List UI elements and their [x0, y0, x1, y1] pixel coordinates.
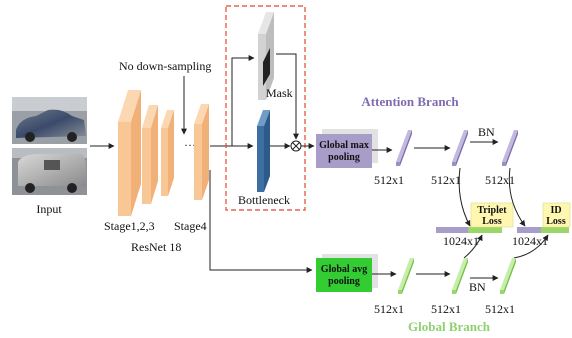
triplet-loss-line1: Triplet [477, 205, 507, 216]
triplet-loss-box: Triplet Loss [470, 202, 514, 228]
id-loss-line2: Loss [546, 216, 566, 227]
arrow-mask-to-multiply [276, 53, 299, 140]
stage2-block [142, 105, 158, 204]
stage4-block [194, 104, 209, 200]
global-bn-label: BN [469, 280, 486, 294]
mask-block [258, 12, 274, 100]
attention-module-box [225, 5, 306, 211]
stage1-block [118, 90, 141, 216]
global-feat1-dim: 512x1 [374, 302, 404, 316]
attention-feature-1 [396, 130, 412, 166]
id-loss-box: ID Loss [542, 202, 571, 228]
global-max-pooling-box: Global max pooling [316, 129, 378, 168]
id-loss-line1: ID [550, 205, 561, 216]
attention-feature-2 [452, 130, 468, 166]
concat-feature-2 [517, 227, 569, 233]
stage-ellipsis: ··· [184, 138, 196, 152]
concat-feature-1 [436, 227, 502, 233]
stage4-label: Stage4 [174, 219, 207, 233]
arrow-stage4-to-global-pool [209, 170, 313, 273]
bottleneck-label: Bottleneck [238, 193, 290, 207]
arrow-att-feat2-to-concat1 [458, 167, 471, 227]
arrow-glob-feat2-to-concat1 [463, 234, 483, 259]
arrow-att-feat3-to-concat2 [508, 167, 526, 227]
input-image-car-2 [12, 148, 87, 195]
arrow-to-mask [231, 55, 255, 146]
resnet-label: ResNet 18 [131, 240, 181, 254]
concat1-dim: 1024x1 [443, 234, 479, 248]
global-avg-pooling-box: Global avg pooling [316, 254, 378, 292]
global-feature-2 [452, 258, 468, 294]
attention-feat1-dim: 512x1 [374, 173, 404, 187]
mask-label: Mask [266, 86, 293, 100]
multiply-operator [290, 140, 302, 152]
global-feat2-dim: 512x1 [431, 302, 461, 316]
max-pool-label-line1: Global max [319, 140, 369, 151]
bottleneck-block [257, 110, 270, 192]
triplet-loss-line2: Loss [482, 216, 502, 227]
attention-feat3-dim: 512x1 [485, 173, 515, 187]
max-pool-label-line2: pooling [328, 152, 360, 163]
no-downsampling-label: No down-sampling [119, 59, 211, 73]
global-feat3-dim: 512x1 [485, 302, 515, 316]
stage123-label: Stage1,2,3 [104, 219, 155, 233]
avg-pool-label-line2: pooling [328, 276, 360, 287]
arrow-glob-feat3-to-concat2 [513, 234, 549, 259]
stage3-block [161, 110, 174, 196]
concat2-dim: 1024x1 [512, 234, 548, 248]
attention-branch-title: Attention Branch [361, 94, 459, 109]
global-branch-title: Global Branch [408, 319, 491, 334]
avg-pool-label-line1: Global avg [321, 264, 367, 275]
attention-bn-label: BN [478, 125, 495, 139]
input-image-car-1 [12, 97, 87, 144]
attention-feat2-dim: 512x1 [431, 173, 461, 187]
global-feature-3 [500, 258, 516, 294]
attention-feature-3 [502, 130, 518, 166]
input-label: Input [36, 202, 62, 216]
global-feature-1 [398, 258, 414, 294]
